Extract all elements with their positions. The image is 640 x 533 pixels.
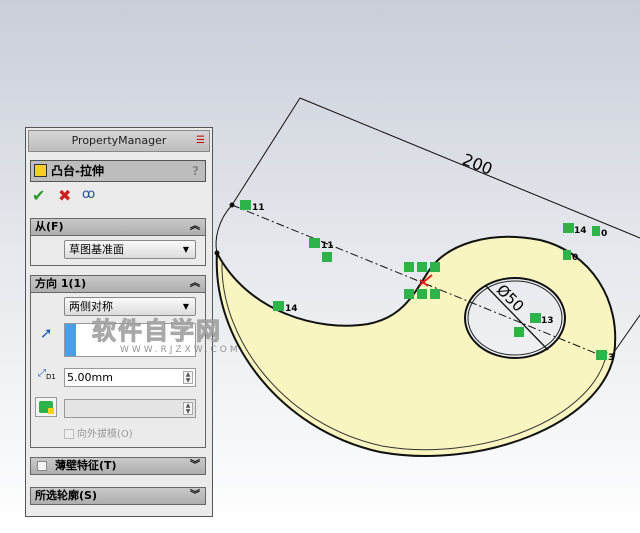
expand-icon[interactable]: ︾: [190, 460, 200, 471]
dimension-diameter-50[interactable]: Ø50: [493, 281, 528, 316]
relation-label: 0: [572, 253, 578, 263]
section-direction1[interactable]: 方向 1(1)︽: [30, 275, 206, 293]
watermark: 软件自学网: [92, 317, 222, 345]
sketch-relations[interactable]: 11 11 14 14 0 0 13 3: [240, 200, 614, 363]
draft-spinner[interactable]: ▲▼: [183, 402, 193, 415]
pin-icon[interactable]: ☰: [196, 135, 205, 146]
feature-header: 凸台-拉伸 ?: [30, 160, 206, 182]
relation-label: 11: [252, 203, 265, 213]
end-condition-dropdown[interactable]: 两侧对称▼: [64, 297, 196, 316]
relation-icon: [563, 250, 571, 260]
relation-label: 0: [601, 229, 607, 239]
direction-selection-box[interactable]: [64, 323, 196, 357]
relation-icon: [563, 223, 574, 233]
relation-label: 14: [285, 304, 298, 314]
relation-label: 14: [574, 226, 587, 236]
thin-feature-checkbox[interactable]: [37, 461, 47, 471]
relation-icon: [240, 200, 251, 210]
section-selected-contours[interactable]: 所选轮廓(S)︾: [30, 487, 206, 505]
relation-label: 3: [608, 353, 614, 363]
section-thin-feature[interactable]: 薄壁特征(T)︾: [30, 457, 206, 475]
expand-icon[interactable]: ︾: [190, 490, 200, 501]
dimension-200[interactable]: 200: [460, 150, 495, 179]
ok-button[interactable]: ✔: [32, 186, 46, 205]
section-from[interactable]: 从(F)︽: [30, 218, 206, 236]
property-manager-panel: PropertyManager ☰ 凸台-拉伸 ? ✔ ✖ ꝏ 从(F)︽ 草图…: [25, 127, 213, 517]
relation-icon: [596, 350, 607, 360]
relation-icon: [514, 327, 524, 337]
detailed-preview-button[interactable]: ꝏ: [82, 187, 96, 202]
draft-outward-checkbox[interactable]: 向外拔模(O): [64, 425, 133, 440]
direction-arrow-icon[interactable]: ➚: [40, 324, 53, 342]
panel-title: PropertyManager ☰: [28, 130, 210, 152]
sketch-geometry: [214, 97, 640, 358]
relation-label: 13: [541, 316, 554, 326]
from-dropdown[interactable]: 草图基准面▼: [64, 240, 196, 259]
chevron-down-icon: ▼: [182, 302, 189, 311]
cancel-button[interactable]: ✖: [58, 186, 72, 205]
boss-extrude-icon: [34, 164, 47, 177]
relation-icon: [530, 313, 541, 323]
depth-input[interactable]: 5.00mm▲▼: [64, 368, 196, 387]
relation-icon: [309, 238, 320, 248]
extrude-preview-body: [215, 235, 617, 457]
help-button[interactable]: ?: [192, 164, 199, 178]
relation-icon: [273, 301, 284, 311]
watermark-url: WWW.RJZXW.COM: [120, 345, 241, 355]
draft-angle-input[interactable]: ▲▼: [64, 399, 196, 418]
relation-label: 11: [321, 241, 334, 251]
collapse-icon[interactable]: ︽: [190, 221, 200, 232]
chevron-down-icon: ▼: [182, 245, 189, 254]
relation-icon: [592, 226, 600, 236]
draft-toggle-button[interactable]: [35, 397, 57, 417]
depth-icon: ⤢D1: [38, 368, 56, 381]
origin-icon: [419, 274, 433, 287]
collapse-icon[interactable]: ︽: [190, 278, 200, 289]
relation-icon: [322, 252, 332, 262]
depth-spinner[interactable]: ▲▼: [183, 371, 193, 384]
